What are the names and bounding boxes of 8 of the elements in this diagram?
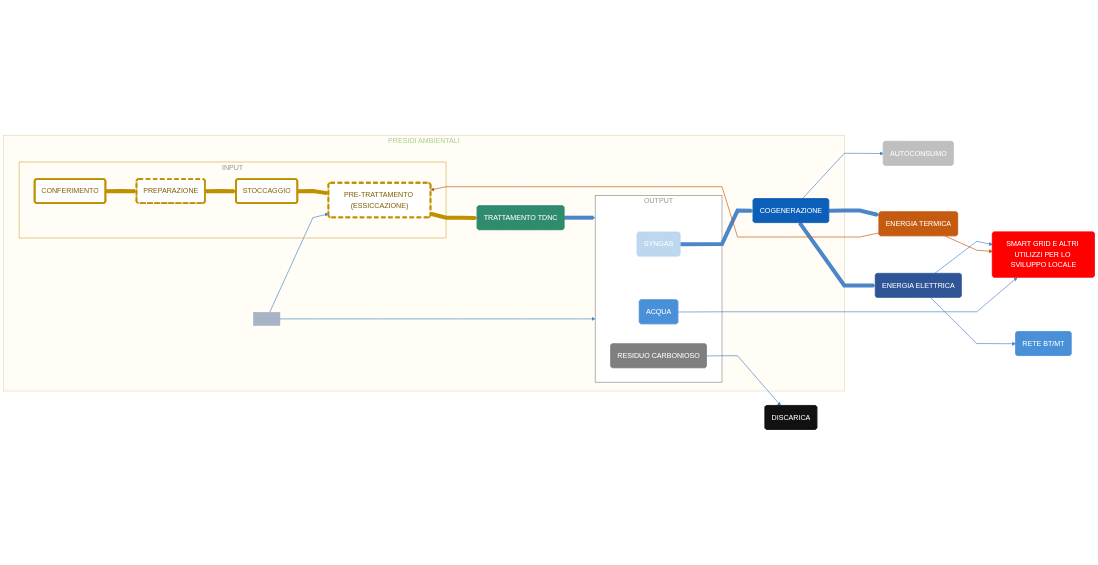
arrow xyxy=(798,221,876,288)
arrow xyxy=(297,189,329,196)
arrow xyxy=(105,189,137,194)
arrow xyxy=(430,211,478,220)
arrow xyxy=(564,215,596,220)
node-box xyxy=(253,312,281,326)
arrow xyxy=(680,208,754,247)
arrow xyxy=(828,208,880,217)
